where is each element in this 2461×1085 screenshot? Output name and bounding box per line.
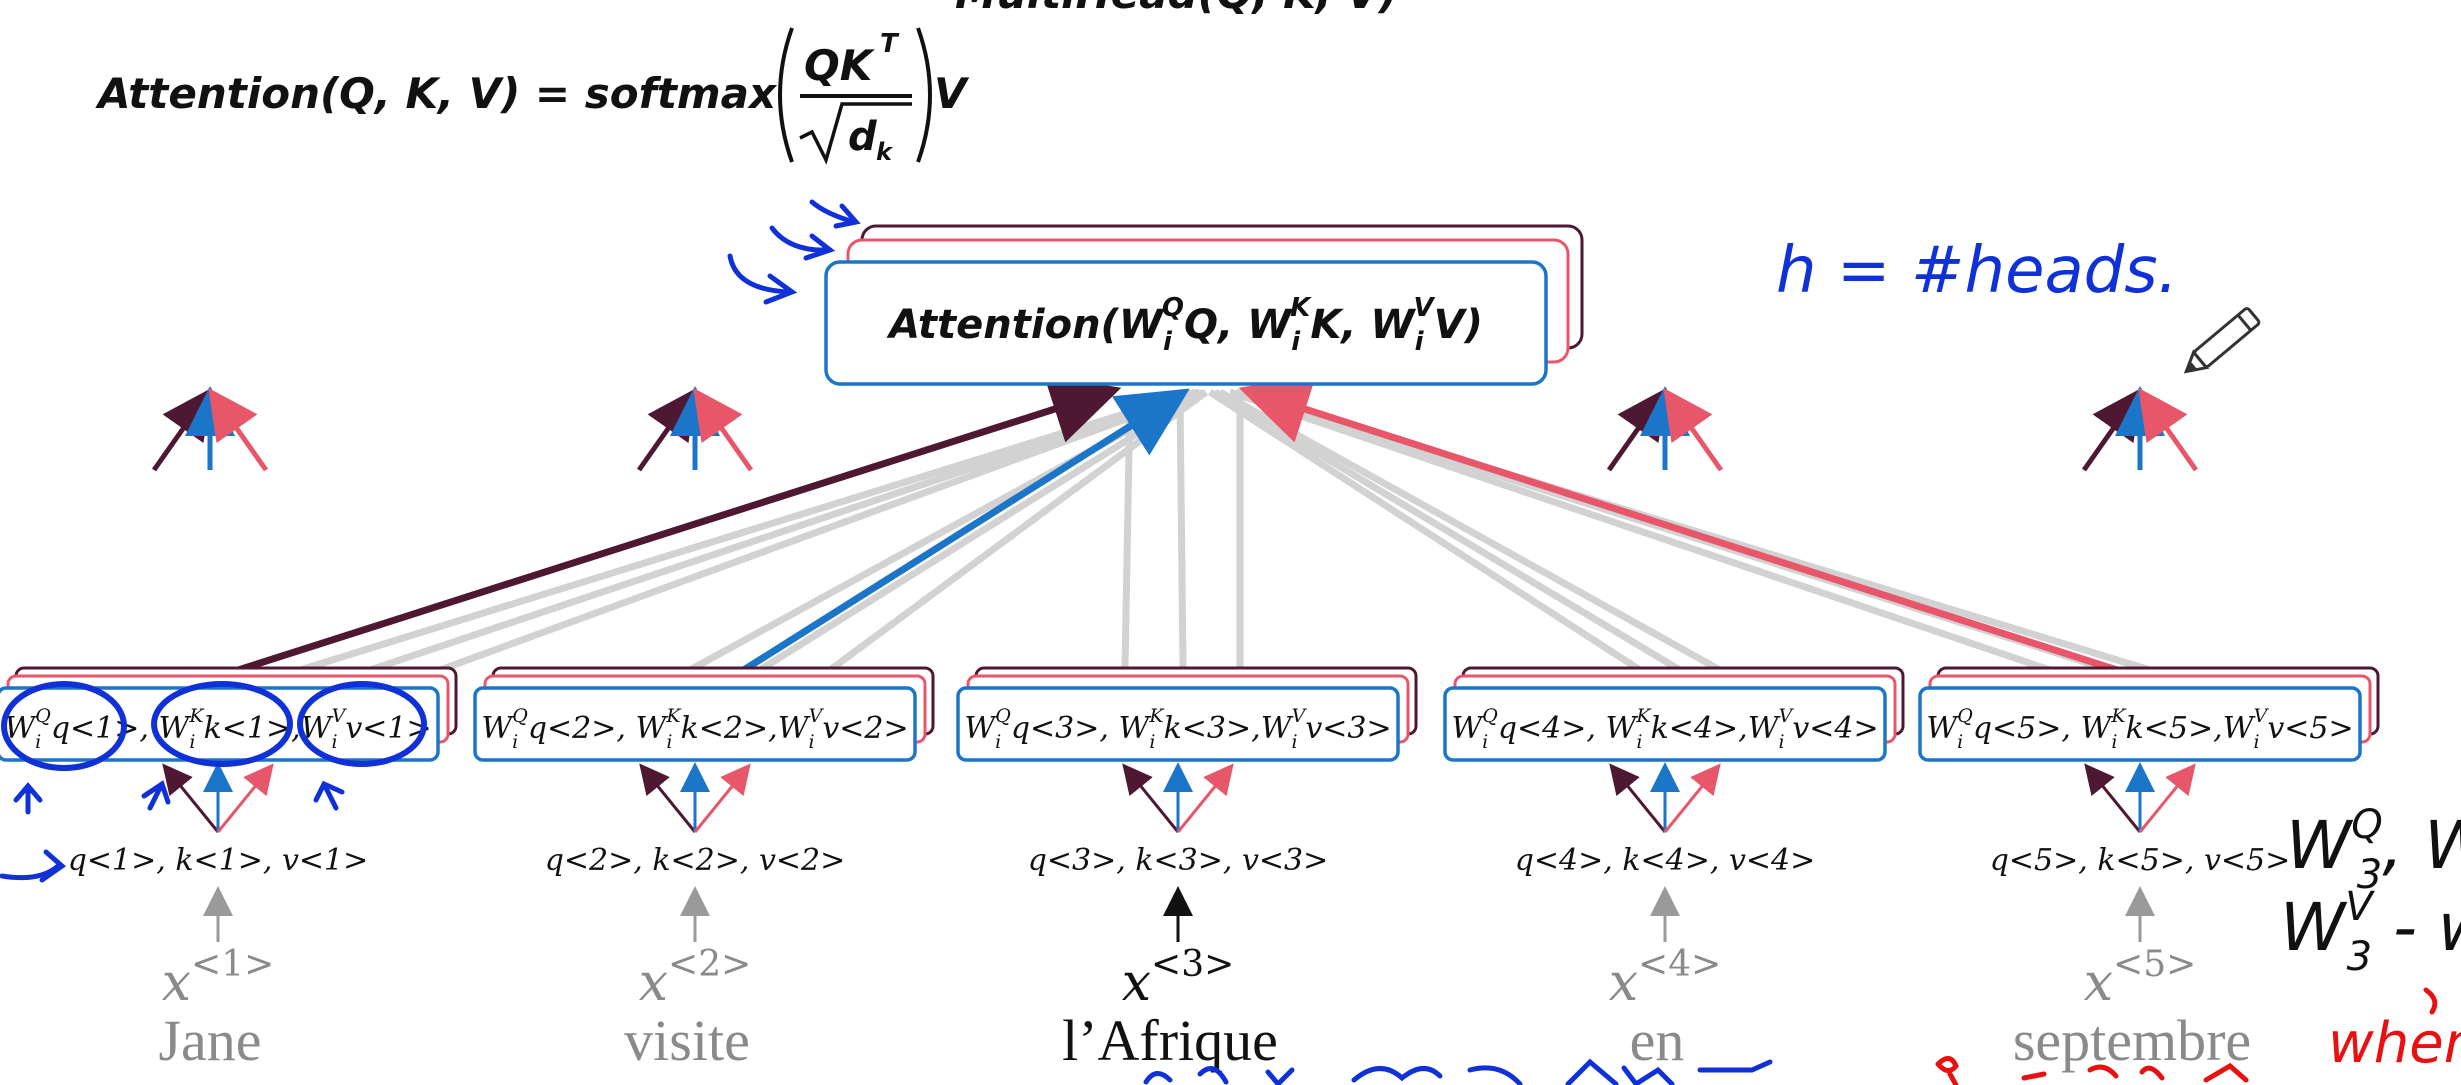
blue-connection [710,388,1190,693]
token-box-3: WiQq<3>, WiKk<3>,WiVv<3> [956,666,1418,762]
pencil-icon [2183,307,2261,374]
token-box-label-4: WiQq<4>, WiKk<4>,WiVv<4> [1451,705,1878,753]
fan-arrows-upper [151,386,2199,472]
margin-line1: WQ3, W [2286,802,2461,898]
token-box-5: WiQq<5>, WiKk<5>,WiVv<5> [1918,666,2380,762]
red-connection [1238,375,2150,684]
formula-numerator: QK [804,41,876,90]
qkv-label-2: q<2>, k<2>, v<2> [545,843,846,878]
upper-fan-1 [151,386,269,472]
lower-fan-3 [1122,762,1234,833]
gray-connections [298,388,2152,674]
word-4: en [1630,1008,1685,1073]
token-texts: q<1>, k<1>, v<1> x<1>Jane q<2>, k<2>, v<2>… [68,843,2291,1073]
token-box-1: WiQq<1>, WiKk<1>,WiVv<1> [0,666,458,762]
qkv-label-5: q<5>, k<5>, v<5> [1990,843,2291,878]
margin-line2: WV3 - wh [2280,884,2461,980]
sqrt-sign [799,102,912,165]
token-box-2: WiQq<2>, WiKk<2>,WiVv<2> [473,666,935,762]
formula-denom-d: d [848,114,877,160]
upper-fan-5 [2081,386,2199,472]
word-3: l’Afrique [1062,1008,1278,1073]
maroon-connection [230,375,1122,676]
x-label-3: x<3> [1122,944,1235,1013]
token-box-label-1: WiQq<1>, WiKk<1>,WiVv<1> [4,705,431,753]
ink-arrows-first [0,780,345,883]
lower-fan-1 [162,762,274,833]
formula-numerator-sup: T [880,29,900,59]
token-box-label-5: WiQq<5>, WiKk<5>,WiVv<5> [1926,705,2353,753]
bottom-scribbles [1143,987,2438,1085]
token-box-label-2: WiQq<2>, WiKk<2>,WiVv<2> [481,705,908,753]
token-boxes: WiQq<1>, WiKk<1>,WiVv<1> WiQq<2>, WiKk<2>… [0,666,2380,762]
formula-tail: V [934,69,970,118]
word-5: septembre [2013,1008,2251,1073]
right-margin-notes: WQ3, W WV3 - wh [2280,802,2461,980]
x-label-4: x<4> [1609,944,1722,1013]
paren-right [916,27,932,163]
formula-denom-sub: k [876,138,894,166]
x-label-1: x<1> [162,944,275,1013]
upper-fan-4 [1606,386,1724,472]
token-box-label-3: WiQq<3>, WiKk<3>,WiVv<3> [964,705,1391,753]
upper-fan-2 [636,386,754,472]
heads-annotation: h = #heads. [1776,234,2178,308]
attention-head-label: Attention(WiQQ, WiKK, WiVV) [886,293,1483,357]
word-1: Jane [158,1008,261,1073]
qkv-label-4: q<4>, k<4>, v<4> [1515,843,1816,878]
word-2: visite [624,1008,750,1073]
multihead-formula-cut: MultiHead(Q, K, V) [955,0,1398,18]
attention-head-box: Attention(WiQQ, WiKK, WiVV) [824,224,1584,386]
lower-fan-2 [639,762,751,833]
lower-fan-5 [2084,762,2196,833]
attention-formula: Attention(Q, K, V) = softmax QK T d k V [95,27,970,166]
x-label-5: x<5> [2084,944,2197,1013]
ink-arrows-head [727,199,861,305]
x-label-2: x<2> [639,944,752,1013]
token-box-4: WiQq<4>, WiKk<4>,WiVv<4> [1443,666,1905,762]
paren-left [778,27,794,163]
qkv-label-3: q<3>, k<3>, v<3> [1028,843,1329,878]
qkv-label-1: q<1>, k<1>, v<1> [68,843,369,878]
fan-arrows-lower [162,762,2196,942]
lower-fan-4 [1609,762,1721,833]
attention-formula-lhs: Attention(Q, K, V) = softmax [95,69,778,118]
bottom-red-word: when [2328,1011,2461,1076]
ink-circles [1,681,427,771]
